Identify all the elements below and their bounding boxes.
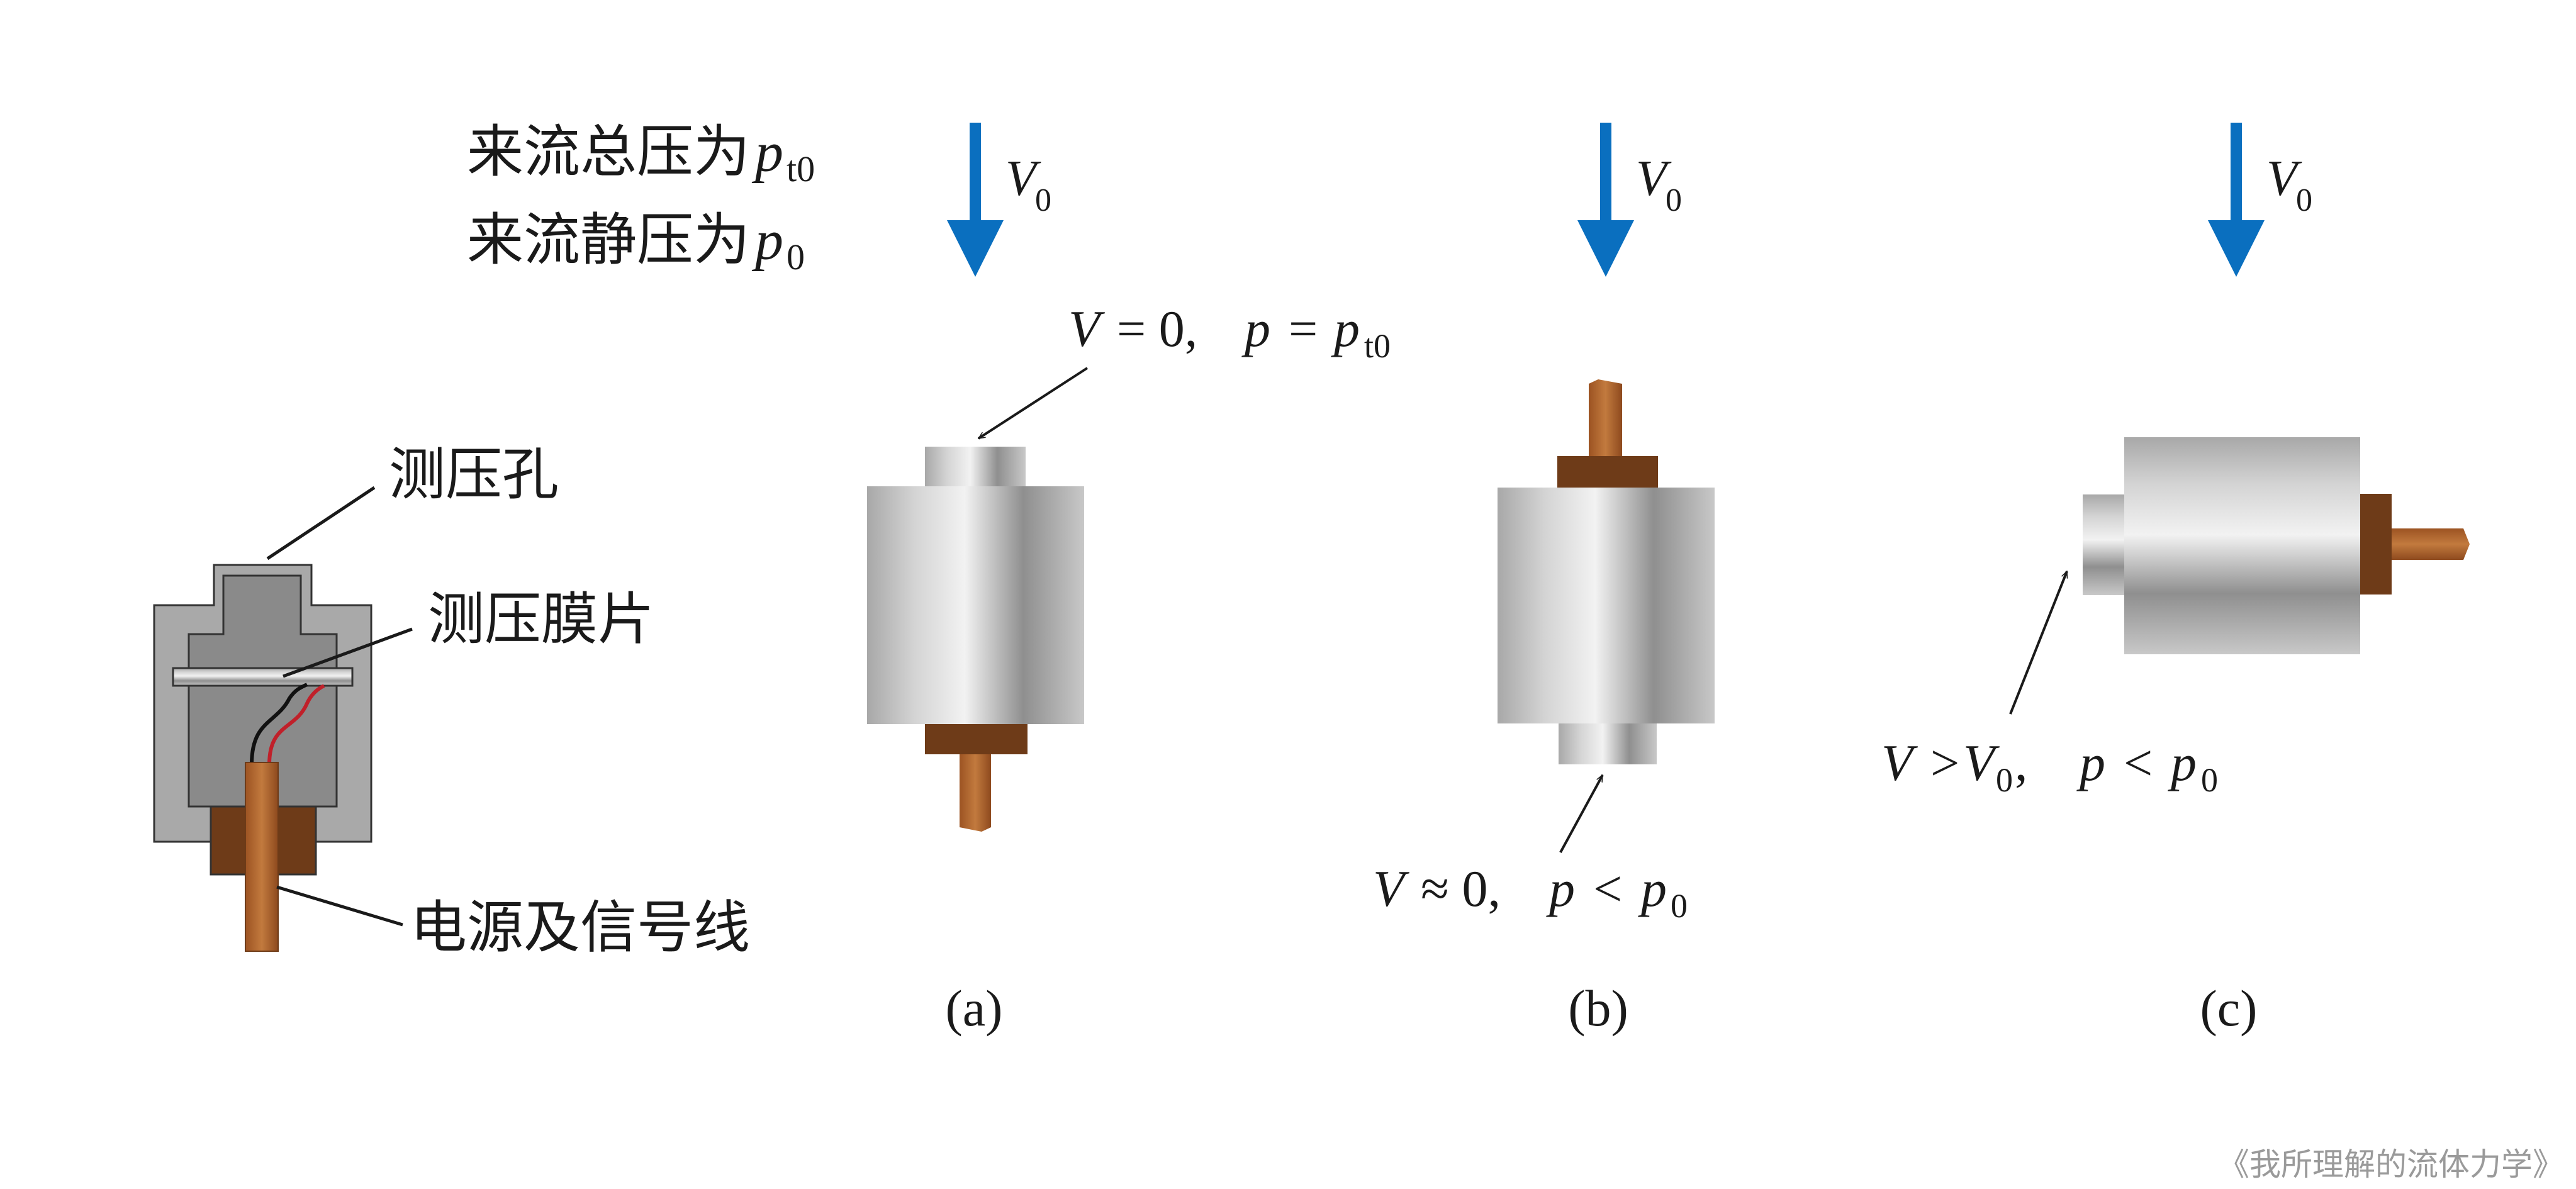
pointer-arrow-c xyxy=(2009,571,2068,715)
svg-text:V: V xyxy=(1373,860,1409,917)
probe-tip-a xyxy=(925,447,1026,488)
caption-a: (a) xyxy=(945,980,1002,1037)
velocity-subscript-a: 0 xyxy=(1035,182,1051,218)
probe-cable-a xyxy=(960,754,991,832)
svg-text:p: p xyxy=(1331,300,1360,357)
svg-text:p: p xyxy=(1638,860,1667,917)
condition-c: V > V 0 , p < p 0 xyxy=(1881,734,2218,799)
total-pressure-subscript: t0 xyxy=(787,148,815,189)
panel-c: V 0 V > V 0 , p < p 0 (c) xyxy=(1881,123,2470,1037)
flow-arrow-c xyxy=(2208,123,2265,277)
svg-text:0: 0 xyxy=(2201,761,2218,799)
svg-text:p: p xyxy=(2076,734,2105,791)
static-pressure-subscript: 0 xyxy=(787,237,805,277)
signal-wire-red xyxy=(267,684,325,765)
svg-text:p: p xyxy=(1241,300,1270,357)
svg-text:= 0,: = 0, xyxy=(1117,300,1197,357)
svg-text:>: > xyxy=(1930,734,1959,791)
probe-tip-b xyxy=(1559,723,1657,764)
svg-text:=: = xyxy=(1289,300,1318,357)
sensor-cross-section xyxy=(153,564,372,952)
velocity-subscript-b: 0 xyxy=(1666,182,1682,218)
probe-collar-a xyxy=(925,724,1028,754)
pointer-arrow-a xyxy=(978,367,1089,440)
probe-cable-b xyxy=(1589,379,1622,456)
condition-b: V ≈ 0, p < p 0 xyxy=(1373,860,1688,925)
power-cable xyxy=(245,762,279,952)
probe-tip-c xyxy=(2083,494,2125,595)
velocity-symbol-b: V xyxy=(1636,151,1672,206)
caption-b: (b) xyxy=(1568,980,1628,1037)
membrane-label: 测压膜片 xyxy=(428,586,654,652)
panel-a: V 0 V = 0, p = p t0 (a) xyxy=(867,123,1391,1037)
flow-arrow-a xyxy=(947,123,1004,277)
probe-collar-b xyxy=(1557,456,1658,488)
condition-a: V = 0, p = p t0 xyxy=(1068,300,1391,365)
svg-text:V: V xyxy=(1881,734,1918,791)
watermark: 《我所理解的流体力学》 xyxy=(2218,1146,2564,1183)
probe-cable-c xyxy=(2392,528,2470,560)
svg-text:p: p xyxy=(2168,734,2197,791)
probe-collar-c xyxy=(2360,494,2392,594)
pressure-hole-label: 测压孔 xyxy=(389,442,559,508)
svg-text:V: V xyxy=(1963,734,2000,791)
svg-text:,: , xyxy=(2015,734,2028,791)
svg-text:p: p xyxy=(1546,860,1575,917)
total-pressure-symbol: p xyxy=(751,121,783,184)
svg-text:≈ 0,: ≈ 0, xyxy=(1421,860,1501,917)
svg-text:0: 0 xyxy=(1671,887,1688,925)
flow-arrow-b xyxy=(1577,123,1634,277)
probe-body-b xyxy=(1498,488,1715,723)
svg-text:t0: t0 xyxy=(1364,327,1391,365)
svg-text:<: < xyxy=(2124,734,2153,791)
velocity-symbol-a: V xyxy=(1005,151,1041,206)
svg-text:0: 0 xyxy=(1996,761,2013,799)
caption-c: (c) xyxy=(2200,980,2257,1037)
velocity-symbol-c: V xyxy=(2266,151,2302,206)
velocity-subscript-c: 0 xyxy=(2296,182,2312,218)
probe-body-a xyxy=(867,486,1084,724)
svg-text:V: V xyxy=(1068,300,1105,357)
sensor-membrane xyxy=(172,667,354,687)
pointer-arrow-b xyxy=(1559,775,1604,853)
total-pressure-label: 来流总压为 xyxy=(467,119,750,185)
wire-label: 电源及信号线 xyxy=(410,895,750,961)
sensor-leader-lines xyxy=(266,486,413,927)
panel-b: V 0 V ≈ 0, p < p 0 (b) xyxy=(1373,123,1715,1037)
static-pressure-symbol: p xyxy=(751,209,783,272)
inflow-conditions: 来流总压为 p t0 来流静压为 p 0 xyxy=(467,119,815,277)
signal-wire-black xyxy=(250,683,308,765)
probe-body-c xyxy=(2124,437,2360,654)
svg-text:<: < xyxy=(1593,860,1622,917)
static-pressure-label: 来流静压为 xyxy=(467,207,750,273)
